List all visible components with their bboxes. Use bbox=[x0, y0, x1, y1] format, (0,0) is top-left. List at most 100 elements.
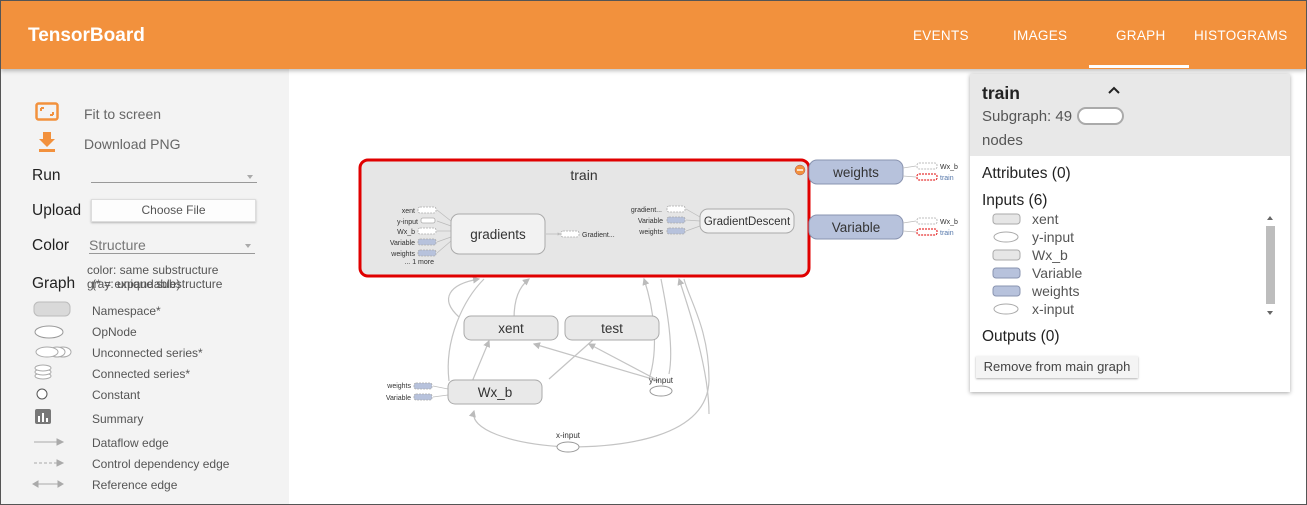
svg-text:Wx_b: Wx_b bbox=[940, 164, 958, 171]
inputs-heading[interactable]: Inputs (6) bbox=[982, 192, 1048, 209]
graph-legend-label: Graph bbox=[32, 275, 76, 292]
input-item-wxb[interactable]: Wx_b bbox=[1032, 247, 1068, 263]
input-item-xent[interactable]: xent bbox=[1032, 211, 1059, 227]
svg-text:weights: weights bbox=[638, 229, 663, 236]
input-item-weights[interactable]: weights bbox=[1032, 283, 1080, 299]
active-tab-indicator bbox=[1089, 65, 1189, 68]
svg-text:gradient...: gradient... bbox=[631, 207, 662, 214]
info-card-header: train Subgraph: 49 nodes bbox=[970, 74, 1290, 156]
svg-text:... 1 more: ... 1 more bbox=[404, 259, 434, 266]
svg-text:Wx_b: Wx_b bbox=[478, 385, 513, 400]
fit-to-screen-button[interactable]: Fit to screen bbox=[84, 106, 162, 122]
run-dropdown-arrow-icon[interactable] bbox=[247, 175, 253, 179]
tab-histograms[interactable]: HISTOGRAMS bbox=[1194, 28, 1288, 43]
scrollbar-thumb[interactable] bbox=[1266, 226, 1275, 304]
color-note-unique: gray: unique substructure bbox=[87, 277, 223, 291]
sidebar: Fit to screen Download PNG Run Upload Ch… bbox=[1, 69, 289, 504]
fit-to-screen-icon[interactable] bbox=[35, 102, 59, 122]
expandable-note: (* = expandable) bbox=[92, 277, 181, 291]
xent-node[interactable]: xent bbox=[463, 315, 559, 341]
svg-text:Gradient...: Gradient... bbox=[582, 232, 615, 239]
graph-svg[interactable]: train xent y-input Wx_b Variable weights… bbox=[289, 69, 1307, 505]
scroll-up-icon bbox=[1267, 216, 1273, 220]
input-item-x-input[interactable]: x-input bbox=[1032, 301, 1075, 317]
scroll-down-icon bbox=[1267, 311, 1273, 315]
color-note-same: color: same substructure bbox=[87, 263, 219, 277]
inputs-scrollbar[interactable] bbox=[1265, 213, 1275, 318]
svg-text:Wx_b: Wx_b bbox=[940, 219, 958, 226]
test-node[interactable]: test bbox=[564, 315, 660, 341]
svg-text:weights: weights bbox=[386, 383, 411, 390]
legend-icons bbox=[32, 301, 72, 488]
svg-text:weights: weights bbox=[390, 251, 415, 258]
legend-connected-series: Connected series* bbox=[92, 367, 191, 381]
legend-opnode: OpNode bbox=[92, 325, 137, 339]
svg-text:xent: xent bbox=[498, 321, 524, 336]
control-dependency-edge-icon bbox=[34, 459, 65, 467]
subgraph-namespace-icon bbox=[1077, 107, 1124, 125]
y-input-shape-icon bbox=[993, 231, 1019, 243]
color-dropdown-arrow-icon[interactable] bbox=[245, 244, 251, 248]
run-label: Run bbox=[32, 167, 61, 184]
dataflow-edge-icon bbox=[34, 438, 65, 446]
svg-text:y-input: y-input bbox=[649, 376, 674, 385]
input-item-variable[interactable]: Variable bbox=[1032, 265, 1083, 281]
svg-text:x-input: x-input bbox=[556, 431, 581, 440]
choose-file-button[interactable]: Choose File bbox=[91, 199, 256, 222]
run-select-underline bbox=[91, 182, 257, 183]
svg-text:y-input: y-input bbox=[397, 219, 418, 226]
namespace-icon bbox=[33, 301, 71, 317]
weights-node[interactable]: weights Wx_b train bbox=[808, 159, 958, 185]
xent-shape-icon bbox=[992, 213, 1021, 225]
wxb-node[interactable]: weights Variable Wx_b bbox=[386, 379, 543, 405]
upload-label: Upload bbox=[32, 202, 82, 219]
top-app-bar: TensorBoard EVENTS IMAGES GRAPH HISTOGRA… bbox=[1, 1, 1306, 69]
subgraph-count: Subgraph: 49 bbox=[982, 108, 1073, 125]
attributes-heading[interactable]: Attributes (0) bbox=[982, 165, 1071, 182]
subgraph-nodes-label: nodes bbox=[982, 132, 1023, 149]
color-select-underline bbox=[89, 253, 255, 254]
svg-text:Variable: Variable bbox=[386, 395, 411, 402]
download-icon[interactable] bbox=[38, 132, 56, 152]
variable-shape-icon bbox=[992, 267, 1021, 279]
input-shape-icons bbox=[992, 213, 1021, 315]
legend-control-dependency-edge: Control dependency edge bbox=[92, 457, 230, 471]
x-input-shape-icon bbox=[993, 303, 1019, 315]
x-input-node[interactable]: x-input bbox=[556, 431, 581, 453]
unconnected-series-icon bbox=[35, 346, 72, 358]
collapse-chevron-icon[interactable] bbox=[1108, 86, 1120, 94]
train-title: train bbox=[570, 167, 597, 183]
legend-unconnected-series: Unconnected series* bbox=[92, 346, 203, 360]
svg-text:test: test bbox=[601, 321, 623, 336]
legend-reference-edge: Reference edge bbox=[92, 478, 178, 492]
color-label: Color bbox=[32, 237, 70, 254]
svg-text:xent: xent bbox=[402, 208, 415, 215]
tab-graph[interactable]: GRAPH bbox=[1116, 28, 1166, 43]
svg-text:Variable: Variable bbox=[638, 218, 663, 225]
remove-from-main-graph-button[interactable]: Remove from main graph bbox=[976, 356, 1138, 378]
constant-icon bbox=[36, 388, 48, 400]
opnode-icon bbox=[34, 325, 64, 339]
summary-icon bbox=[35, 409, 51, 424]
y-input-node[interactable]: y-input bbox=[649, 376, 674, 397]
reference-edge-icon bbox=[32, 480, 64, 488]
input-item-y-input[interactable]: y-input bbox=[1032, 229, 1075, 245]
weights-shape-icon bbox=[992, 285, 1021, 297]
legend-summary: Summary bbox=[92, 412, 144, 426]
gradient-descent-node bbox=[699, 208, 795, 234]
download-png-button[interactable]: Download PNG bbox=[84, 136, 181, 152]
legend-dataflow-edge: Dataflow edge bbox=[92, 436, 169, 450]
wxb-shape-icon bbox=[992, 249, 1021, 261]
legend-constant: Constant bbox=[92, 388, 141, 402]
svg-text:weights: weights bbox=[832, 165, 879, 180]
svg-text:train: train bbox=[940, 230, 954, 237]
tab-events[interactable]: EVENTS bbox=[913, 28, 969, 43]
legend-namespace: Namespace* bbox=[92, 304, 161, 318]
train-namespace-node[interactable]: train xent y-input Wx_b Variable weights… bbox=[358, 158, 811, 278]
graph-edges bbox=[447, 276, 710, 448]
tab-images[interactable]: IMAGES bbox=[1013, 28, 1068, 43]
color-select-value[interactable]: Structure bbox=[89, 237, 146, 253]
variable-node[interactable]: Variable Wx_b train bbox=[808, 214, 958, 240]
outputs-heading[interactable]: Outputs (0) bbox=[982, 328, 1060, 345]
